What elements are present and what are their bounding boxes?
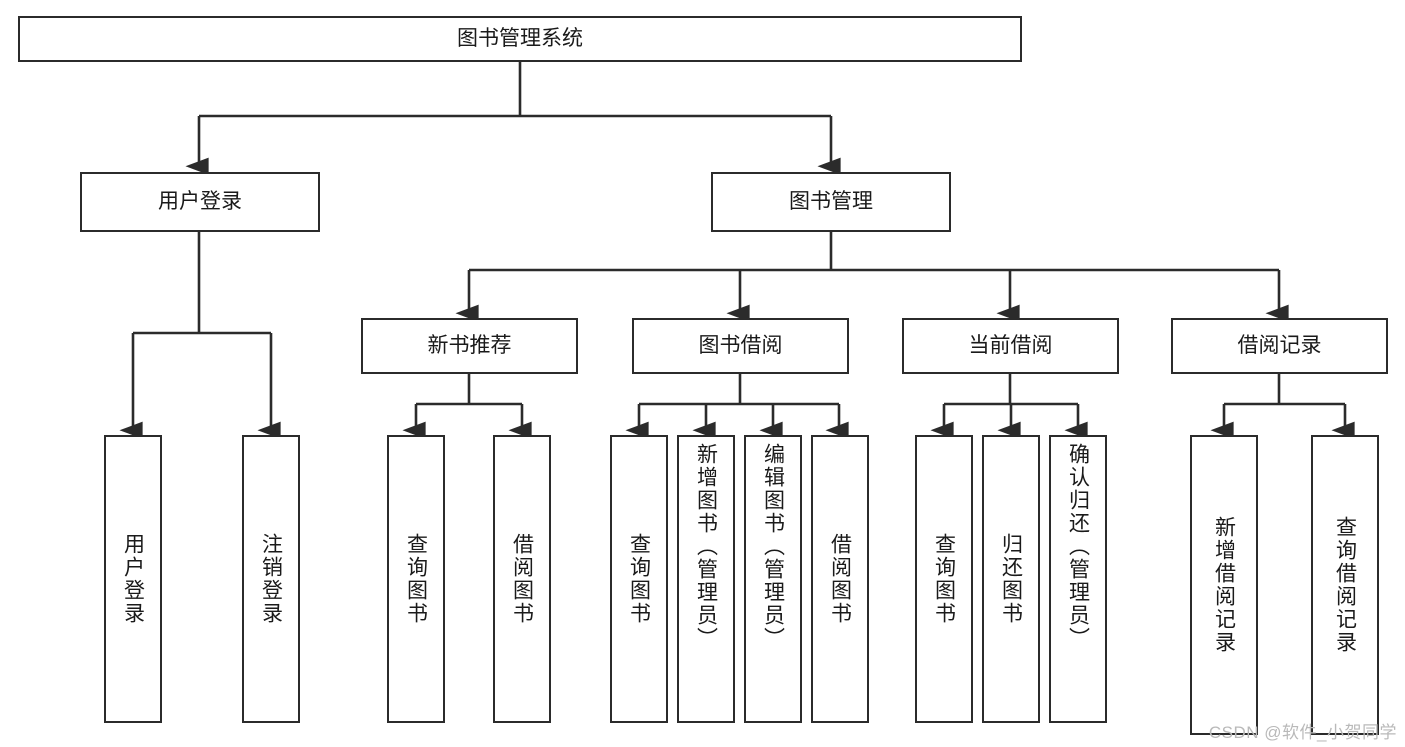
node-leaf-query-book-2-label: 查询图书 <box>627 533 651 625</box>
node-new-book-recommend[interactable]: 新书推荐 <box>361 318 578 374</box>
node-book-borrow[interactable]: 图书借阅 <box>632 318 849 374</box>
csdn-watermark: CSDN @软件_小贺同学 <box>1208 723 1397 742</box>
node-leaf-borrow-book-1[interactable]: 借阅图书 <box>493 435 551 723</box>
node-leaf-return-book-label: 归还图书 <box>999 533 1023 625</box>
node-leaf-edit-book-label: 编辑图书（管理员） <box>761 443 785 650</box>
node-leaf-edit-book[interactable]: 编辑图书（管理员） <box>744 435 802 723</box>
node-leaf-query-book-1-label: 查询图书 <box>404 533 428 625</box>
node-leaf-add-record-label: 新增借阅记录 <box>1212 516 1236 654</box>
node-leaf-confirm-return-label: 确认归还（管理员） <box>1066 443 1090 650</box>
node-user-login-label: 用户登录 <box>158 189 242 213</box>
node-leaf-return-book[interactable]: 归还图书 <box>982 435 1040 723</box>
node-leaf-query-book-1[interactable]: 查询图书 <box>387 435 445 723</box>
node-root[interactable]: 图书管理系统 <box>18 16 1022 62</box>
node-current-borrow-label: 当前借阅 <box>968 333 1053 357</box>
node-leaf-add-book-label: 新增图书（管理员） <box>694 443 718 650</box>
node-leaf-logout[interactable]: 注销登录 <box>242 435 300 723</box>
node-borrow-record-label: 借阅记录 <box>1237 333 1322 357</box>
node-root-label: 图书管理系统 <box>457 26 583 50</box>
node-leaf-query-book-3[interactable]: 查询图书 <box>915 435 973 723</box>
node-current-borrow[interactable]: 当前借阅 <box>902 318 1119 374</box>
node-new-book-recommend-label: 新书推荐 <box>427 333 512 357</box>
node-leaf-logout-label: 注销登录 <box>259 533 283 625</box>
node-leaf-add-record[interactable]: 新增借阅记录 <box>1190 435 1258 735</box>
node-leaf-borrow-book-2[interactable]: 借阅图书 <box>811 435 869 723</box>
node-leaf-add-book[interactable]: 新增图书（管理员） <box>677 435 735 723</box>
node-book-borrow-label: 图书借阅 <box>698 333 783 357</box>
node-book-manage-label: 图书管理 <box>789 189 873 213</box>
node-leaf-query-book-2[interactable]: 查询图书 <box>610 435 668 723</box>
node-borrow-record[interactable]: 借阅记录 <box>1171 318 1388 374</box>
node-leaf-query-record[interactable]: 查询借阅记录 <box>1311 435 1379 735</box>
node-leaf-borrow-book-1-label: 借阅图书 <box>510 533 534 625</box>
node-leaf-user-login[interactable]: 用户登录 <box>104 435 162 723</box>
node-leaf-confirm-return[interactable]: 确认归还（管理员） <box>1049 435 1107 723</box>
node-leaf-user-login-label: 用户登录 <box>121 533 145 625</box>
node-book-manage[interactable]: 图书管理 <box>711 172 951 232</box>
node-leaf-query-book-3-label: 查询图书 <box>932 533 956 625</box>
node-leaf-borrow-book-2-label: 借阅图书 <box>828 533 852 625</box>
node-user-login[interactable]: 用户登录 <box>80 172 320 232</box>
node-leaf-query-record-label: 查询借阅记录 <box>1333 516 1357 654</box>
